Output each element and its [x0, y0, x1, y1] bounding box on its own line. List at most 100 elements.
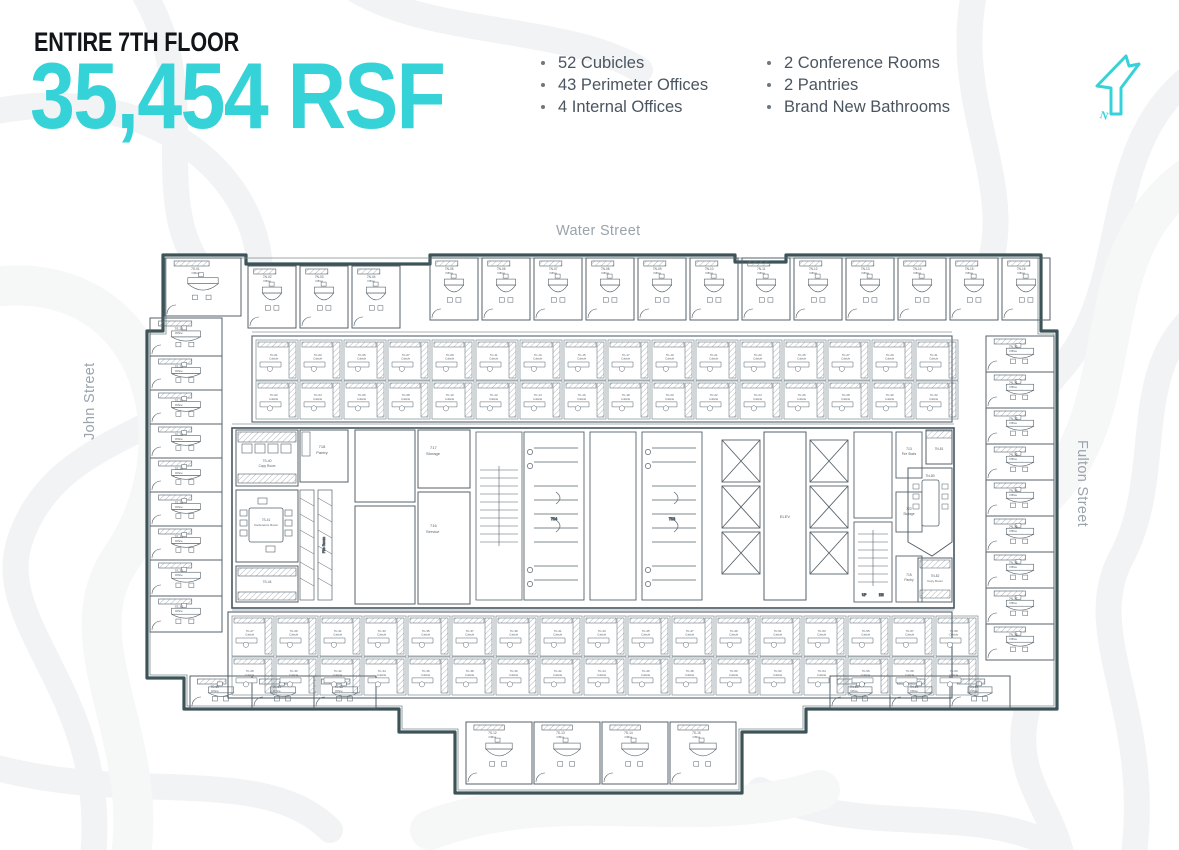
svg-text:7C-10: 7C-10 — [446, 393, 454, 397]
svg-text:7C-45: 7C-45 — [642, 629, 650, 633]
svg-text:7S-41: 7S-41 — [262, 518, 271, 522]
feature-label: 52 Cubicles — [558, 54, 645, 72]
svg-text:Cubicle: Cubicle — [929, 357, 938, 361]
svg-text:7C-09: 7C-09 — [446, 353, 454, 357]
svg-text:Office: Office — [175, 505, 183, 509]
svg-text:7C-07: 7C-07 — [402, 353, 410, 357]
svg-text:Cubicle: Cubicle — [357, 357, 366, 361]
svg-text:7C-04: 7C-04 — [314, 393, 322, 397]
svg-text:Cubicle: Cubicle — [597, 673, 606, 677]
svg-text:Cubicle: Cubicle — [729, 673, 738, 677]
svg-text:7C-29: 7C-29 — [290, 629, 298, 633]
svg-text:Cubicle: Cubicle — [885, 357, 894, 361]
svg-text:7S-40: 7S-40 — [262, 459, 271, 463]
svg-text:Office: Office — [175, 369, 183, 373]
list-item: 52 Cubicles — [536, 52, 708, 74]
svg-text:7C-49: 7C-49 — [730, 629, 738, 633]
svg-text:Office: Office — [757, 271, 765, 275]
svg-text:Office: Office — [910, 689, 918, 693]
svg-text:7N-82: 7N-82 — [931, 574, 940, 578]
svg-text:7C-31: 7C-31 — [334, 629, 342, 633]
svg-text:7C-40: 7C-40 — [510, 669, 518, 673]
svg-text:Office: Office — [175, 331, 183, 335]
svg-text:File Room: File Room — [322, 537, 326, 553]
svg-text:7C-27: 7C-27 — [842, 353, 850, 357]
svg-text:7C-16: 7C-16 — [578, 393, 586, 397]
svg-text:7C-32: 7C-32 — [930, 393, 938, 397]
svg-text:7S-44: 7S-44 — [262, 580, 271, 584]
svg-text:Cubicle: Cubicle — [553, 633, 562, 637]
svg-text:ELEV: ELEV — [780, 514, 791, 519]
street-label-fulton: Fulton Street — [1074, 440, 1090, 527]
svg-text:Office: Office — [1009, 565, 1017, 569]
svg-text:Office: Office — [625, 735, 633, 739]
svg-text:7C-43: 7C-43 — [598, 629, 606, 633]
svg-text:7C-18: 7C-18 — [622, 393, 630, 397]
svg-text:Office: Office — [1009, 385, 1017, 389]
svg-text:Cubicle: Cubicle — [641, 633, 650, 637]
svg-text:7C-37: 7C-37 — [466, 629, 474, 633]
svg-text:Cubicle: Cubicle — [905, 673, 914, 677]
feature-label: 43 Perimeter Offices — [558, 76, 709, 94]
svg-text:7C-38: 7C-38 — [466, 669, 474, 673]
svg-text:Office: Office — [211, 689, 219, 693]
svg-text:7C-20: 7C-20 — [666, 393, 674, 397]
svg-text:Office: Office — [1009, 349, 1017, 353]
svg-text:7C-22: 7C-22 — [710, 393, 718, 397]
svg-text:Cubicle: Cubicle — [465, 633, 474, 637]
svg-text:Cubicle: Cubicle — [729, 633, 738, 637]
svg-text:717: 717 — [430, 445, 437, 450]
svg-text:7N-80: 7N-80 — [925, 474, 934, 478]
svg-text:Cubicle: Cubicle — [797, 357, 806, 361]
svg-text:Office: Office — [1009, 529, 1017, 533]
svg-text:Cubicle: Cubicle — [753, 357, 762, 361]
svg-text:Office: Office — [850, 689, 858, 693]
svg-text:7C-02: 7C-02 — [270, 393, 278, 397]
svg-text:Office: Office — [557, 735, 565, 739]
svg-text:Cubicle: Cubicle — [269, 397, 278, 401]
street-label-water: Water Street — [556, 223, 641, 239]
svg-text:7C-03: 7C-03 — [314, 353, 322, 357]
svg-text:7C-51: 7C-51 — [774, 629, 782, 633]
svg-text:7C-08: 7C-08 — [402, 393, 410, 397]
svg-text:Cubicle: Cubicle — [533, 397, 542, 401]
svg-text:7C-06: 7C-06 — [358, 393, 366, 397]
svg-text:7C-55: 7C-55 — [862, 629, 870, 633]
svg-text:Cubicle: Cubicle — [861, 673, 870, 677]
svg-text:7C-29: 7C-29 — [886, 353, 894, 357]
svg-text:7C-13: 7C-13 — [534, 353, 542, 357]
features-list-right: 2 Conference Rooms 2 Pantries Brand New … — [762, 52, 950, 118]
svg-text:Office: Office — [913, 271, 921, 275]
svg-text:Cubicle: Cubicle — [817, 633, 826, 637]
svg-text:Office: Office — [549, 271, 557, 275]
svg-text:7C-27: 7C-27 — [246, 629, 254, 633]
svg-text:7C-53: 7C-53 — [818, 629, 826, 633]
svg-text:7C-54: 7C-54 — [818, 669, 826, 673]
svg-text:Office: Office — [1017, 271, 1025, 275]
svg-text:715: 715 — [906, 573, 912, 577]
svg-text:Office: Office — [1009, 457, 1017, 461]
svg-text:7C-50: 7C-50 — [730, 669, 738, 673]
svg-text:Cubicle: Cubicle — [797, 397, 806, 401]
svg-text:Office: Office — [175, 403, 183, 407]
svg-text:7N-81: 7N-81 — [935, 447, 944, 451]
svg-text:Cubicle: Cubicle — [685, 633, 694, 637]
svg-text:7C-11: 7C-11 — [490, 353, 498, 357]
svg-text:Cubicle: Cubicle — [641, 673, 650, 677]
bullet-dot-icon — [767, 105, 771, 109]
svg-text:Office: Office — [601, 271, 609, 275]
svg-text:7C-15: 7C-15 — [578, 353, 586, 357]
svg-text:7C-28: 7C-28 — [246, 669, 254, 673]
svg-text:7C-30: 7C-30 — [290, 669, 298, 673]
svg-text:Office: Office — [653, 271, 661, 275]
svg-text:Fire Stairs: Fire Stairs — [902, 452, 917, 456]
svg-text:Cubicle: Cubicle — [885, 397, 894, 401]
svg-text:Cubicle: Cubicle — [465, 673, 474, 677]
svg-text:Cubicle: Cubicle — [401, 357, 410, 361]
svg-text:Storage: Storage — [426, 451, 441, 456]
svg-text:Copy Room: Copy Room — [927, 579, 943, 583]
svg-text:Office: Office — [1009, 421, 1017, 425]
svg-text:Cubicle: Cubicle — [773, 633, 782, 637]
svg-text:7C-28: 7C-28 — [842, 393, 850, 397]
svg-text:Storage: Storage — [903, 512, 914, 516]
